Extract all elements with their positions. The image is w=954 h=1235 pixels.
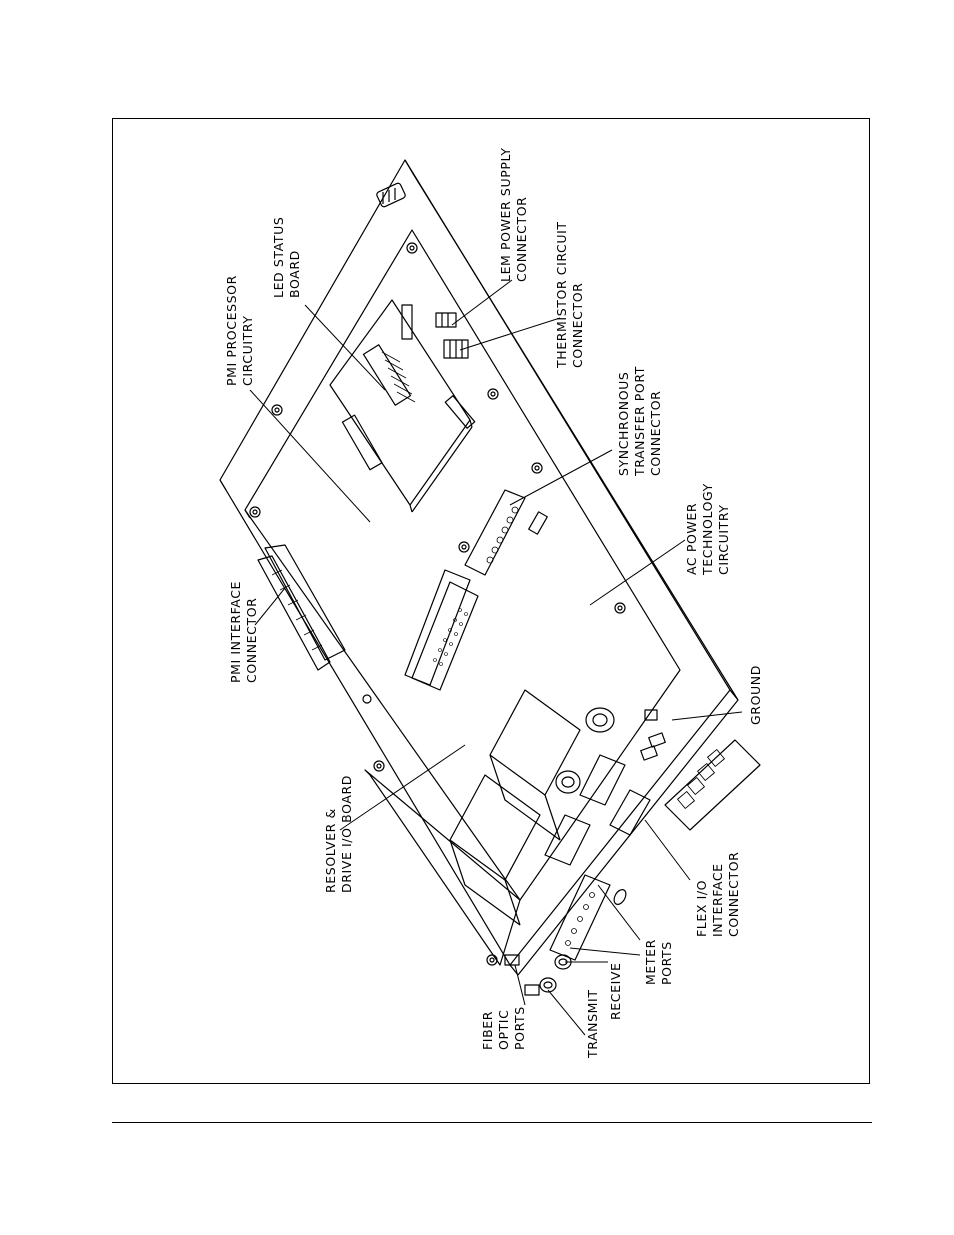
label-ac-power-2: TECHNOLOGY [700, 483, 715, 576]
flex-io-terminal-strip [664, 739, 761, 831]
thermistor-connector [443, 339, 469, 359]
resolver-connectors [544, 754, 626, 866]
footer-rule [112, 1122, 872, 1123]
label-lem-power-supply: LEM POWER SUPPLY [498, 147, 513, 282]
label-led-status-2: BOARD [287, 250, 302, 298]
svg-text:METER PORTS: METER PORTS [643, 935, 674, 985]
label-receive: RECEIVE [608, 962, 623, 1020]
label-thermistor: THERMISTOR CIRCUIT [554, 221, 569, 369]
pmi-processor-board [244, 229, 681, 901]
svg-text:FIBER OPTIC PORTS: FIBER OPTIC PORTS [480, 1005, 527, 1050]
svg-text:FLEX I/O INTERFACE: FLEX I/O INTERFACE CONNECTOR [694, 852, 741, 937]
standoff-screw [376, 182, 406, 208]
label-ac-power: AC POWER [684, 503, 699, 575]
svg-text:THERMISTOR CIRCUIT CONNE: THERMISTOR CIRCUIT CONNECTOR [554, 217, 585, 369]
meter-ports [549, 874, 627, 961]
label-resolver: RESOLVER & [323, 808, 338, 893]
potentiometers [555, 707, 615, 794]
label-led-status: LED STATUS [271, 217, 286, 298]
label-pmi-interface-2: CONNECTOR [244, 598, 259, 683]
figure-frame [112, 118, 870, 1084]
flex-io-connector [609, 789, 651, 836]
resolver-board [364, 769, 521, 966]
synchronous-transfer-port [464, 489, 548, 576]
svg-text:RECEIVE: RECEIVE [608, 962, 623, 1020]
label-synchronous-3: CONNECTOR [648, 391, 663, 476]
label-meter-ports-2: PORTS [659, 941, 674, 985]
svg-text:RESOLVER & DRIVE I/O BOA: RESOLVER & DRIVE I/O BOARD [323, 775, 354, 893]
leader-lines [249, 279, 743, 1036]
label-flex-io-3: CONNECTOR [726, 852, 741, 937]
label-fiber-optic-3: PORTS [512, 1006, 527, 1050]
ground-terminal [640, 709, 666, 761]
led-status-board [329, 299, 476, 513]
label-synchronous: SYNCHRONOUS [616, 372, 631, 476]
svg-text:LEM POWER SUPPLY CONNECT: LEM POWER SUPPLY CONNECTOR [498, 143, 529, 282]
svg-text:PMI INTERFACE CONNECTOR: PMI INTERFACE CONNECTOR [228, 576, 259, 683]
label-pmi-processor: PMI PROCESSOR [224, 275, 239, 386]
svg-text:GROUND: GROUND [748, 665, 763, 725]
label-meter-ports: METER [643, 939, 658, 985]
mounting-holes [249, 242, 626, 966]
label-transmit: TRANSMIT [585, 989, 600, 1059]
pmi-interface-connector [257, 544, 346, 671]
label-flex-io-2: INTERFACE [710, 863, 725, 937]
svg-text:AC POWER TECHNOLOGY: AC POWER TECHNOLOGY CIRCUITRY [684, 479, 731, 577]
label-fiber-optic-2: OPTIC [496, 1010, 511, 1050]
label-lem-power-supply-2: CONNECTOR [514, 197, 529, 282]
fiber-optic-ports [504, 954, 572, 996]
svg-text:PMI PROCESSOR CIRCUITRY: PMI PROCESSOR CIRCUITRY [224, 271, 255, 386]
label-ac-power-3: CIRCUITRY [716, 504, 731, 575]
lem-power-supply-connector [435, 312, 457, 328]
label-synchronous-2: TRANSFER PORT [632, 366, 647, 477]
center-d-connector [404, 569, 479, 691]
label-flex-io: FLEX I/O [694, 880, 709, 937]
label-pmi-interface: PMI INTERFACE [228, 581, 243, 683]
label-fiber-optic: FIBER [480, 1011, 495, 1050]
label-pmi-processor-2: CIRCUITRY [240, 315, 255, 386]
svg-text:LED STATUS BOARD: LED STATUS BOARD [271, 212, 302, 298]
callout-labels: LEM POWER SUPPLY CONNECTOR THERMISTOR CI… [224, 143, 763, 1059]
label-resolver-2: DRIVE I/O BOARD [339, 775, 354, 893]
label-thermistor-2: CONNECTOR [570, 283, 585, 368]
svg-text:TRANSMIT: TRANSMIT [585, 989, 600, 1059]
svg-text:SYNCHRONOUS TRANSFER POR: SYNCHRONOUS TRANSFER PORT CONNECTOR [616, 361, 663, 477]
label-ground: GROUND [748, 665, 763, 725]
relay-blocks [449, 689, 581, 926]
